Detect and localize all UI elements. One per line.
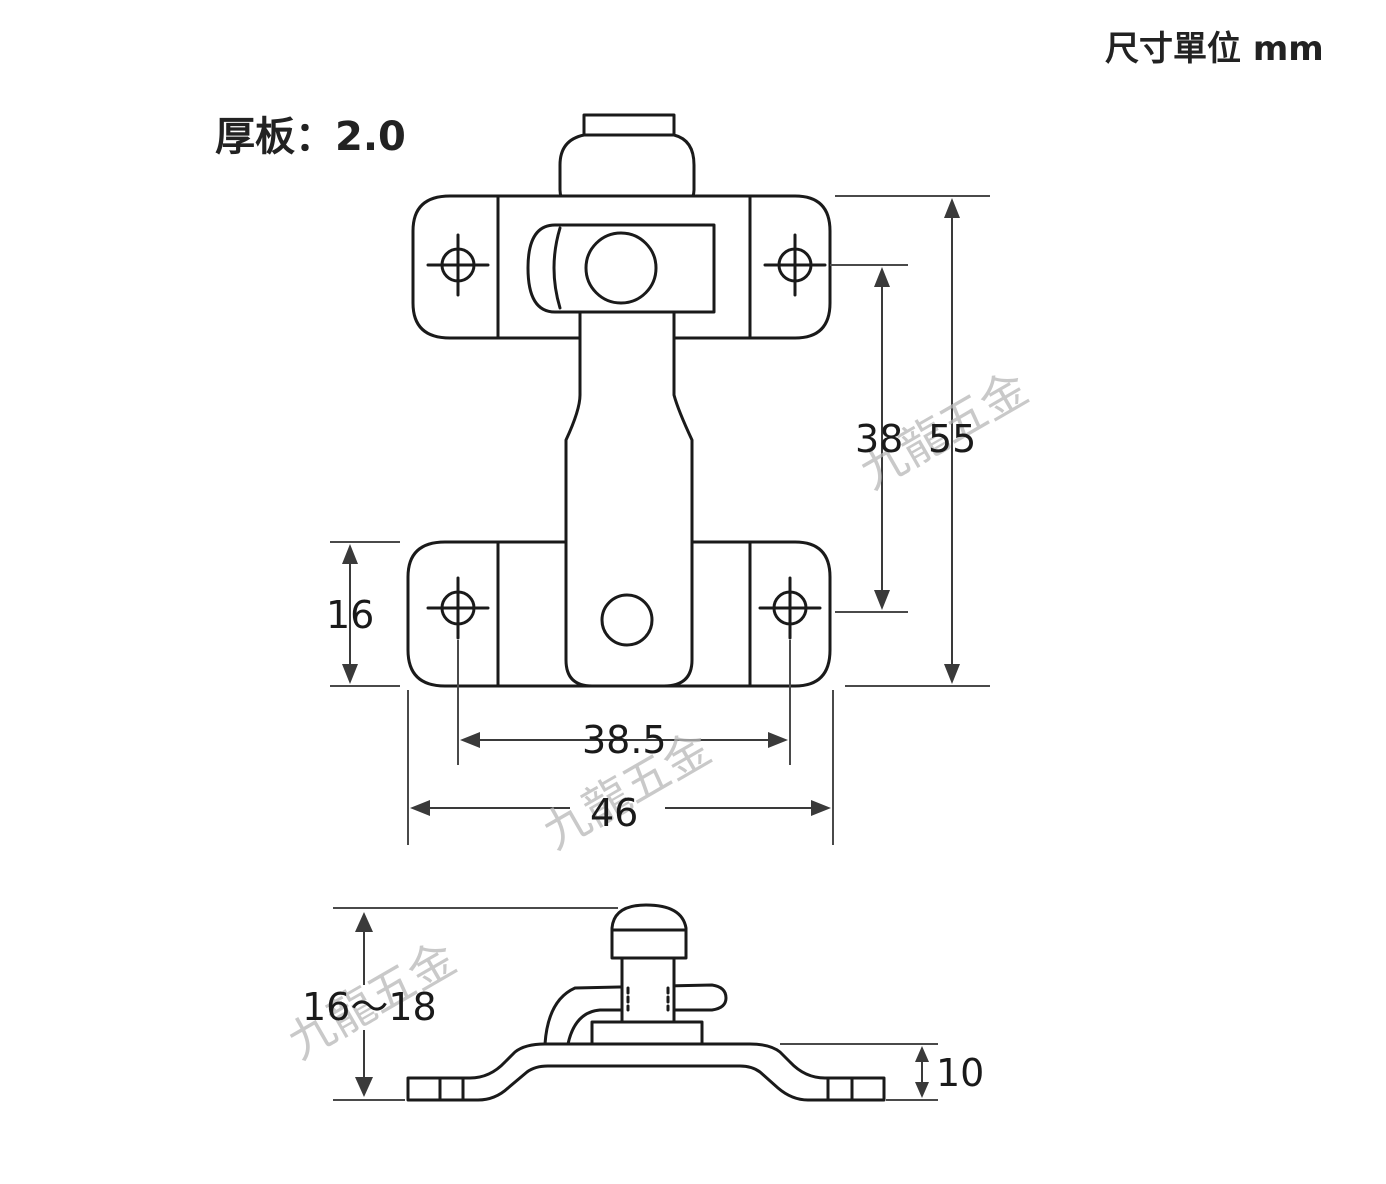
knob-shaft: [620, 953, 676, 1024]
label-side-height-range: 16～18: [302, 985, 437, 1029]
side-view: [406, 903, 886, 1102]
label-overall-height: 55: [928, 417, 976, 461]
units-label: 尺寸單位 mm: [1105, 29, 1324, 69]
latch-arm: [564, 298, 694, 688]
screw-hole-bottom-right: [758, 576, 822, 640]
label-hole-spacing-horizontal: 38.5: [582, 718, 667, 762]
thickness-label: 厚板：2.0: [215, 114, 406, 160]
label-overall-width: 46: [590, 791, 638, 835]
label-base-height: 10: [936, 1051, 984, 1095]
dimension-overall-height: [835, 195, 990, 687]
top-view: [406, 113, 832, 688]
dimension-plate-height: [330, 541, 400, 687]
arm-hole: [600, 593, 654, 647]
base-plate-profile: [406, 1042, 886, 1102]
dimension-overall-width: [407, 690, 834, 845]
dimension-hole-spacing-vertical: [830, 264, 908, 613]
washer: [590, 1020, 704, 1046]
screw-hole-top-left: [426, 233, 490, 297]
dimension-base-height: [780, 1043, 938, 1101]
pivot-pin: [584, 231, 658, 305]
dimension-side-height: [333, 907, 618, 1101]
screw-hole-top-right: [763, 233, 827, 297]
label-plate-height: 16: [326, 593, 374, 637]
side-clip: [543, 983, 728, 1046]
label-hole-spacing-vertical: 38: [855, 417, 903, 461]
screw-hole-bottom-left: [426, 576, 490, 640]
dimension-hole-spacing-horizontal: [457, 640, 791, 765]
